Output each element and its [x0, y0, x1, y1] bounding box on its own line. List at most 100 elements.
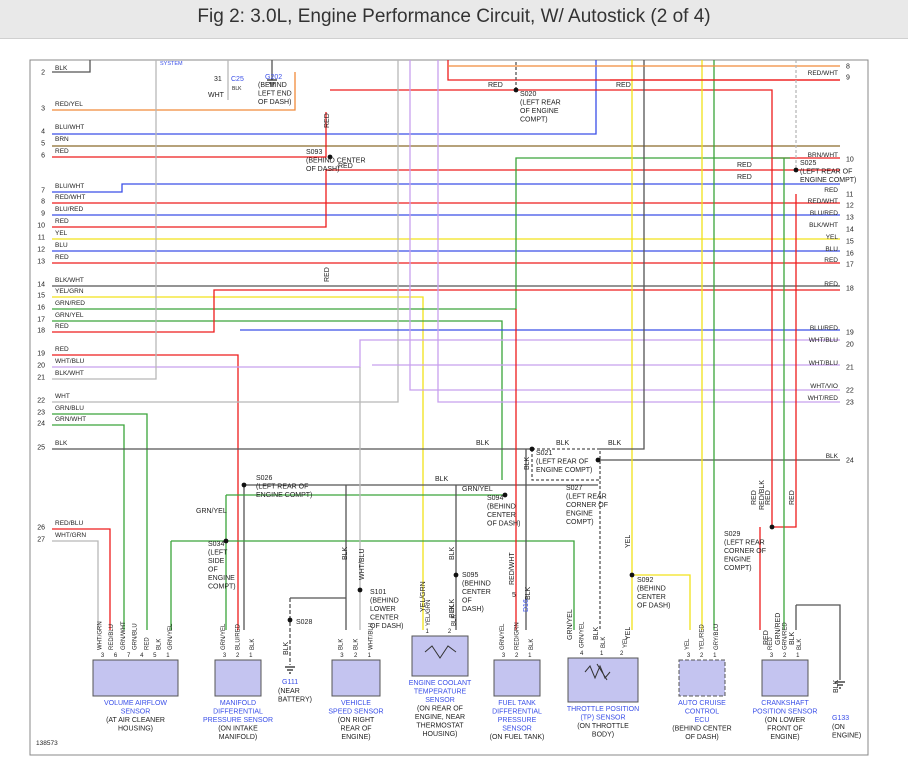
component-maf-pin-2: 7	[127, 653, 131, 659]
splice-desc-s025-line-0: (LEFT REAR OF	[800, 169, 852, 176]
wire-label-t_blk_top: BLK	[232, 86, 242, 92]
label-layer: 2BLK3RED/YEL4BLU/WHT5BRN6RED7BLU/WHT8RED…	[36, 61, 861, 747]
component-name-acc-line-0: AUTO CRUISE	[678, 700, 726, 707]
component-tps-pin-1: 1	[600, 651, 604, 657]
wire-red-10	[52, 169, 840, 228]
component-maf-pin-3: 4	[140, 653, 144, 659]
left-pin-number-14: 14	[37, 282, 45, 289]
left-pin-number-11: 11	[38, 235, 45, 242]
left-pin-number-20: 20	[37, 363, 45, 370]
component-name-ect-line-2: SENSOR	[425, 697, 455, 704]
left-pin-number-27: 27	[37, 537, 45, 544]
component-acc-pin-0: 3	[687, 653, 691, 659]
wire-label-t_yel_v: YEL	[625, 535, 632, 548]
wire-bluwht-4	[52, 60, 597, 135]
right-pin-number-14: 14	[846, 227, 854, 234]
wire-bluwht-7	[52, 183, 840, 193]
component-tps-wire-1: BLK	[601, 637, 607, 648]
left-pin-wire-5: BLU/WHT	[55, 183, 84, 190]
tps-potentiometer-icon	[584, 663, 611, 681]
splice-desc-s026-line-0: (LEFT REAR OF	[256, 484, 308, 491]
right-pin-number-16: 16	[846, 251, 854, 258]
wire-label-number-5: 5	[512, 592, 516, 599]
connector-pin-31: 31	[214, 76, 222, 83]
ground-desc-g111-line-1: BATTERY)	[278, 697, 312, 704]
splice-name-s095: S095	[462, 572, 478, 579]
component-ect-pin-1: 2	[448, 629, 452, 635]
splice-desc-s092-line-0: (BEHIND	[637, 586, 666, 593]
ground-desc-g202-line-2: OF DASH)	[258, 99, 291, 106]
ground-desc-g133-line-1: ENGINE)	[832, 733, 861, 740]
connector-d16: D16	[523, 599, 530, 612]
component-ftdp-pin-0: 3	[502, 653, 506, 659]
right-pin-number-17: 17	[846, 262, 854, 269]
right-pin-wire-8: BLU	[825, 246, 838, 253]
component-maf-wire-5: BLK	[156, 639, 162, 650]
splice-desc-s020-line-1: OF ENGINE	[520, 108, 559, 115]
component-name-ftdp-line-2: PRESSURE	[498, 717, 537, 724]
left-pin-wire-24: RED/BLU	[55, 520, 83, 527]
splice-desc-s027-line-1: CORNER OF	[566, 502, 608, 509]
component-name-ect-line-0: ENGINE COOLANT	[409, 680, 472, 687]
g202-ground-symbol-icon	[267, 79, 277, 87]
component-ect-wire-0: YEL/GRN	[426, 600, 432, 626]
component-ftdp-pin-2: 1	[528, 653, 532, 659]
component-ect-wire-1: BLK	[451, 615, 457, 626]
component-loc-vss-line-1: REAR OF	[340, 726, 371, 733]
left-pin-wire-1: RED/YEL	[55, 101, 83, 108]
wire-label-t_wht_g202: WHT	[208, 92, 225, 99]
splice-name-s021: S021	[536, 450, 552, 457]
left-pin-number-12: 12	[37, 247, 45, 254]
component-ftdp-pin-1: 2	[515, 653, 519, 659]
component-loc-vss-line-0: (ON RIGHT	[338, 717, 375, 724]
wire-wht-22	[52, 60, 399, 403]
component-name-ftdp-line-0: FUEL TANK	[498, 700, 536, 707]
component-loc-acc-line-1: OF DASH)	[685, 734, 718, 741]
wire-grnred-16	[52, 157, 790, 310]
splice-dot-s092	[629, 572, 635, 578]
wire-label-t_red_s020b: RED	[616, 82, 631, 89]
left-pin-wire-15: GRN/YEL	[55, 312, 84, 319]
left-pin-number-13: 13	[37, 259, 45, 266]
component-name-mdp-line-1: DIFFERENTIAL	[213, 709, 263, 716]
right-pin-number-10: 10	[846, 157, 854, 164]
left-pin-number-8: 8	[41, 199, 45, 206]
splice-dot-s101	[357, 587, 363, 593]
splice-name-s094: S094	[487, 495, 503, 502]
splice-desc-s093-line-1: OF DASH)	[306, 166, 339, 173]
splice-name-s092: S092	[637, 577, 653, 584]
connector-c25: C25	[231, 76, 244, 83]
component-name-maf-line-1: SENSOR	[121, 709, 151, 716]
left-pin-number-10: 10	[37, 223, 45, 230]
component-maf-wire-1: RED/BLU	[109, 624, 115, 650]
wire-label-t_blk_s095: BLK	[449, 604, 456, 618]
component-vss-pin-2: 1	[368, 653, 372, 659]
splice-name-s029: S029	[724, 531, 740, 538]
component-ckp-wire-1: GRN/RED	[782, 622, 788, 650]
wire-label-t_red_r1: RED	[737, 162, 752, 169]
splice-desc-s095-line-3: DASH)	[462, 606, 484, 613]
wire-yelgrn-15	[52, 296, 424, 630]
component-tps-wire-2: YEL	[623, 636, 629, 648]
wire-blk-top	[600, 60, 645, 450]
wire-label-t_blk_ftdp: BLK	[525, 586, 532, 600]
wire-label-t_red_v1: RED	[324, 113, 331, 128]
left-pin-number-7: 7	[41, 188, 45, 195]
component-ckp-pin-1: 2	[783, 653, 787, 659]
wire-label-t_red_ckp3: RED	[765, 490, 772, 505]
left-pin-number-6: 6	[41, 153, 45, 160]
right-pin-wire-1: RED/WHT	[808, 70, 838, 77]
component-maf-wire-4: RED	[144, 637, 150, 650]
component-ect-pin-0: 1	[425, 629, 429, 635]
component-maf-wire-3: GRN/BLU	[133, 623, 139, 650]
right-pin-number-15: 15	[846, 239, 854, 246]
splice-dot-s028	[287, 617, 293, 623]
splice-desc-s027-line-2: ENGINE	[566, 511, 593, 518]
component-ckp-wire-0: RED	[768, 637, 774, 650]
wire-label-t_red_s020: RED	[488, 82, 503, 89]
component-ftdp-wire-1: RED/GRN	[514, 622, 520, 650]
component-box-acc	[678, 659, 726, 697]
component-box-maf	[92, 659, 179, 697]
component-loc-ftdp-line-0: (ON FUEL TANK)	[490, 734, 545, 741]
component-ftdp-wire-0: GRN/YEL	[500, 623, 506, 650]
